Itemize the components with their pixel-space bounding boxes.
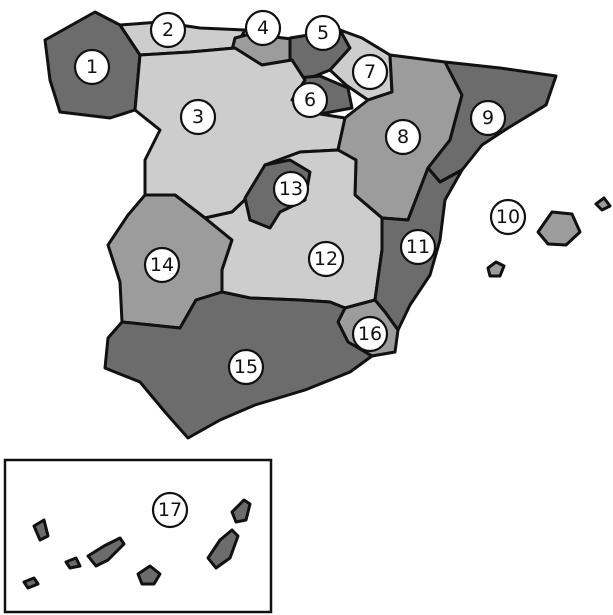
region-12-label-circle	[307, 240, 345, 278]
region-16-label-text: 16	[358, 323, 382, 345]
region-14-label-circle	[143, 246, 181, 284]
region-10-shape-ibiza	[486, 260, 506, 278]
region-1-label-circle	[73, 48, 111, 86]
region-4-label-text: 4	[257, 17, 269, 39]
region-15-label-circle	[227, 348, 265, 386]
region-7-label-text: 7	[364, 61, 376, 83]
region-17-label-text: 17	[158, 499, 182, 521]
region-17-shape-tenerife	[86, 536, 126, 568]
region-15-label: 15	[227, 348, 265, 386]
region-3-label-circle	[179, 98, 217, 136]
region-5-label-text: 5	[317, 22, 329, 44]
region-7-label: 7	[351, 53, 389, 91]
region-2-label-text: 2	[162, 19, 174, 41]
region-9-label-text: 9	[482, 107, 494, 129]
region-9-label-circle	[469, 99, 507, 137]
region-6-label-circle	[291, 81, 329, 119]
region-11-label-circle	[399, 228, 437, 266]
region-14-label: 14	[143, 246, 181, 284]
region-17-shape-hierro	[22, 576, 40, 590]
region-1-label: 1	[73, 48, 111, 86]
region-12-label-text: 12	[314, 248, 338, 270]
region-17-shape-fuerteventura	[206, 528, 240, 570]
region-4-label: 4	[244, 9, 282, 47]
region-13-label-text: 13	[279, 178, 303, 200]
region-3-label-text: 3	[192, 106, 204, 128]
region-11-label: 11	[399, 228, 437, 266]
region-8-label-text: 8	[397, 126, 409, 148]
region-17-shape-lapalma	[32, 518, 50, 542]
region-10-shape-menorca	[594, 196, 612, 212]
inset-frame	[3, 458, 273, 614]
region-8-label: 8	[384, 118, 422, 156]
region-17-label: 17	[151, 491, 189, 529]
region-5-label-circle	[304, 14, 342, 52]
region-17-shape-gomera	[64, 556, 82, 570]
region-1-label-text: 1	[86, 56, 98, 78]
region-14-label-text: 14	[150, 254, 174, 276]
region-10-shape-mallorca	[536, 210, 582, 247]
region-11-label-text: 11	[406, 236, 430, 258]
region-10-label: 10	[489, 198, 527, 236]
region-12-label: 12	[307, 240, 345, 278]
region-4-label-circle	[244, 9, 282, 47]
region-2-label: 2	[149, 11, 187, 49]
region-6-label-text: 6	[304, 89, 316, 111]
region-13-label: 13	[272, 170, 310, 208]
region-17-label-circle	[151, 491, 189, 529]
region-15-label-text: 15	[234, 356, 258, 378]
region-8-label-circle	[384, 118, 422, 156]
region-2-label-circle	[149, 11, 187, 49]
region-16-label: 16	[351, 315, 389, 353]
region-10-label-text: 10	[496, 206, 520, 228]
region-6-label: 6	[291, 81, 329, 119]
region-7-label-circle	[351, 53, 389, 91]
region-3-label: 3	[179, 98, 217, 136]
region-10-label-circle	[489, 198, 527, 236]
region-13-label-circle	[272, 170, 310, 208]
region-17-shape-lanzarote	[230, 498, 252, 524]
region-5-label: 5	[304, 14, 342, 52]
region-16-label-circle	[351, 315, 389, 353]
region-9-label: 9	[469, 99, 507, 137]
region-17-shape-grancanaria	[136, 564, 162, 586]
